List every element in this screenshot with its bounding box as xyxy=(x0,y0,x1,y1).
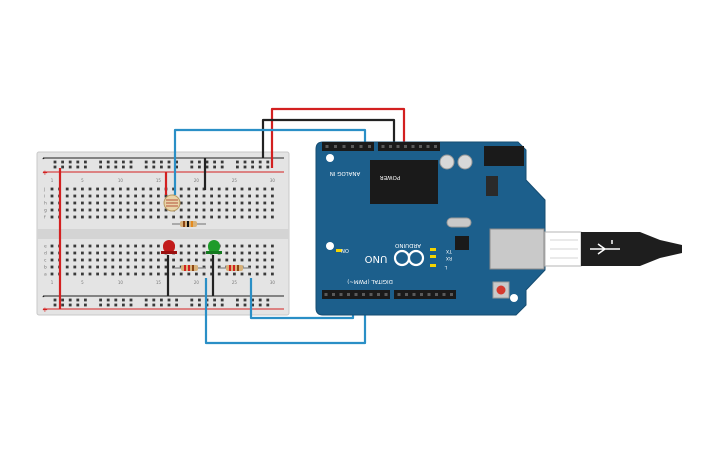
column-number: 1 xyxy=(51,178,54,183)
header-pins xyxy=(324,145,453,296)
capacitor-2 xyxy=(457,154,473,170)
l-label: L xyxy=(444,264,447,270)
mount-hole-1 xyxy=(326,154,334,162)
column-number: 20 xyxy=(194,280,200,285)
row-letter: e xyxy=(44,245,47,250)
row-letter: j xyxy=(43,187,45,193)
wires xyxy=(58,107,406,345)
rail-plus-label-top: + xyxy=(42,169,48,177)
column-number: 15 xyxy=(156,280,162,285)
resistor-led-green[interactable] xyxy=(219,265,251,271)
wire-black-gnd[interactable] xyxy=(261,118,396,158)
rail-minus-label-top: - xyxy=(42,155,45,163)
row-letter: b xyxy=(44,265,47,271)
column-number: 25 xyxy=(232,178,238,183)
rx-label: RX xyxy=(446,255,452,261)
column-number: 30 xyxy=(270,280,276,285)
wire-blue-led-1[interactable] xyxy=(204,278,367,345)
crystal xyxy=(446,217,472,228)
tx-label: TX xyxy=(446,248,453,254)
on-label: ON xyxy=(341,247,349,253)
column-number: 10 xyxy=(118,178,124,183)
power-jack xyxy=(484,146,524,166)
column-number: 5 xyxy=(81,178,84,183)
led-green-body xyxy=(208,240,220,253)
usb-port xyxy=(489,228,545,270)
row-letter: c xyxy=(44,259,47,264)
capacitor-1 xyxy=(439,154,455,170)
power-header xyxy=(378,142,440,151)
row-letter: i xyxy=(44,194,45,200)
digital-header-label: DIGITAL (PWM~) xyxy=(347,278,393,284)
led-red[interactable] xyxy=(161,240,177,254)
usb-plug-housing xyxy=(581,232,682,266)
digital-header-right xyxy=(394,290,456,299)
arduino-logo-icon xyxy=(393,249,425,267)
led-green[interactable] xyxy=(206,240,222,254)
uno-logo-text: UNO xyxy=(365,253,388,264)
wire-blue-a0[interactable] xyxy=(173,128,367,195)
mount-hole-2 xyxy=(326,242,334,250)
led-red-body xyxy=(163,240,175,253)
regulator xyxy=(486,176,498,196)
usb-icon xyxy=(590,240,620,255)
row-letter: h xyxy=(44,201,47,207)
row-letter: a xyxy=(44,273,47,278)
photoresistor-trace xyxy=(166,199,178,207)
row-letter: f xyxy=(44,215,46,221)
analog-header-label: ANALOG IN xyxy=(330,170,361,176)
analog-header xyxy=(322,142,374,151)
column-number: 25 xyxy=(232,280,238,285)
row-letter: d xyxy=(44,251,47,257)
power-header-label: POWER xyxy=(380,174,401,180)
atmega-chip xyxy=(370,160,438,204)
on-led xyxy=(336,249,342,252)
l-led xyxy=(430,264,436,267)
breadboard-trench xyxy=(37,229,289,239)
usb-chip xyxy=(455,236,469,250)
rail-plus-label-bottom: + xyxy=(42,306,48,314)
photoresistor[interactable] xyxy=(163,194,181,212)
reset-button-cap xyxy=(496,285,506,295)
wire-red-5v[interactable] xyxy=(270,107,406,168)
rail-minus-label-bottom: - xyxy=(42,293,45,301)
resistor-led-red[interactable] xyxy=(174,265,206,271)
arduino-brand-text: ARDUINO xyxy=(394,242,421,248)
arduino-uno[interactable]: POWER ANALOG IN DIGITAL (PWM~) UNO ARDUI… xyxy=(315,141,546,316)
column-number: 30 xyxy=(270,178,276,183)
mount-hole-3 xyxy=(510,294,518,302)
usb-cable xyxy=(544,231,682,267)
row-letter: g xyxy=(44,209,47,214)
rx-led xyxy=(430,255,436,258)
column-number: 10 xyxy=(118,280,124,285)
tx-led xyxy=(430,248,436,251)
column-number: 1 xyxy=(51,280,54,285)
column-number: 5 xyxy=(81,280,84,285)
resistor-ldr[interactable] xyxy=(172,221,206,227)
column-number: 15 xyxy=(156,178,162,183)
column-number: 20 xyxy=(194,178,200,183)
